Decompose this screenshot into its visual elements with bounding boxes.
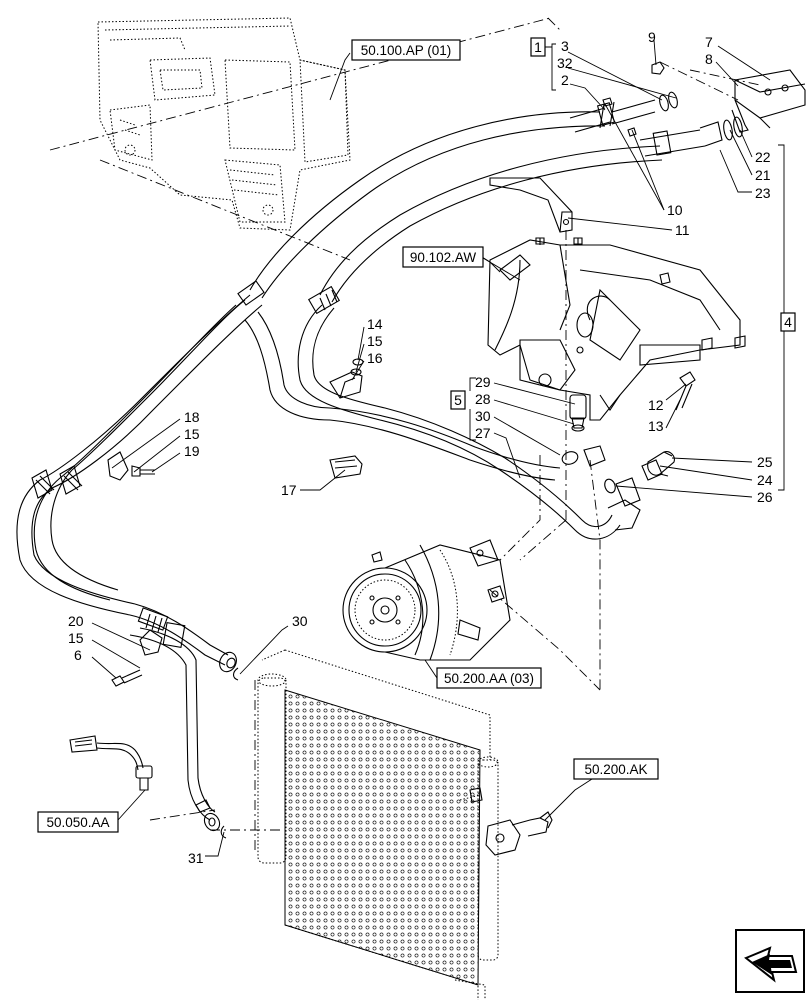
next-page-arrow-icon[interactable] bbox=[735, 929, 805, 993]
ref-box-50-200-ak[interactable]: 50.200.AK bbox=[573, 758, 659, 780]
callout-16: 16 bbox=[367, 350, 383, 366]
callout-18: 18 bbox=[184, 409, 200, 425]
group-label-5: 5 bbox=[454, 392, 462, 408]
callout-15-c: 15 bbox=[68, 630, 84, 646]
bolt-12 bbox=[675, 371, 696, 411]
pressure-switch bbox=[69, 735, 153, 791]
callout-20: 20 bbox=[68, 613, 84, 629]
pipe-fittings-top bbox=[569, 91, 743, 157]
callout-11: 11 bbox=[675, 222, 690, 238]
ref-box-50-100-ap[interactable]: 50.100.AP (01) bbox=[351, 39, 461, 61]
callout-22: 22 bbox=[755, 149, 771, 165]
clamp-plate bbox=[731, 69, 806, 133]
o-rings bbox=[220, 667, 239, 839]
callout-8: 8 bbox=[705, 51, 713, 67]
group-bracket-5 bbox=[450, 377, 476, 441]
condenser bbox=[257, 649, 553, 1000]
svg-text:50.050.AA: 50.050.AA bbox=[46, 815, 109, 830]
group-label-4: 4 bbox=[784, 314, 792, 330]
callout-25: 25 bbox=[757, 454, 773, 470]
fitting-25-24 bbox=[604, 451, 675, 507]
callout-26: 26 bbox=[757, 489, 773, 505]
callout-2: 2 bbox=[561, 72, 569, 88]
callout-15-a: 15 bbox=[367, 333, 383, 349]
callout-numbers: 3 32 2 9 7 8 22 21 23 10 11 14 15 16 29 … bbox=[68, 29, 773, 866]
svg-text:50.100.AP (01): 50.100.AP (01) bbox=[361, 43, 452, 58]
callout-30-b: 30 bbox=[292, 613, 308, 629]
hvac-unit-phantom bbox=[97, 17, 351, 231]
ref-box-50-050-aa[interactable]: 50.050.AA bbox=[37, 811, 119, 833]
callout-24: 24 bbox=[757, 472, 773, 488]
ref-box-90-102-aw[interactable]: 90.102.AW bbox=[402, 246, 484, 268]
callout-28: 28 bbox=[475, 391, 491, 407]
group-label-1: 1 bbox=[534, 39, 542, 55]
callout-12: 12 bbox=[648, 397, 664, 413]
callout-31: 31 bbox=[188, 850, 204, 866]
refrigerant-hoses bbox=[16, 111, 663, 832]
svg-text:50.200.AK: 50.200.AK bbox=[584, 762, 647, 777]
callout-29: 29 bbox=[475, 374, 491, 390]
callout-13: 13 bbox=[648, 418, 664, 434]
callout-15-b: 15 bbox=[184, 426, 200, 442]
callout-6: 6 bbox=[74, 647, 82, 663]
leader-lines bbox=[91, 39, 771, 857]
callout-32: 32 bbox=[557, 55, 573, 71]
callout-9: 9 bbox=[648, 29, 656, 45]
callout-14: 14 bbox=[367, 316, 383, 332]
clamp-18 bbox=[107, 451, 155, 481]
svg-text:50.200.AA (03): 50.200.AA (03) bbox=[444, 671, 534, 686]
clamp-17 bbox=[329, 455, 363, 479]
fitting-group-5 bbox=[561, 394, 606, 467]
nut-9 bbox=[651, 61, 665, 75]
bracket-11 bbox=[489, 177, 573, 233]
screw-6 bbox=[111, 669, 143, 687]
callout-3: 3 bbox=[561, 38, 569, 54]
callout-30-a: 30 bbox=[475, 408, 491, 424]
group-bracket-4 bbox=[778, 144, 796, 491]
projection-lines bbox=[49, 17, 761, 850]
compressor bbox=[342, 539, 511, 661]
callout-23: 23 bbox=[755, 185, 771, 201]
callout-21: 21 bbox=[755, 167, 771, 183]
callout-27: 27 bbox=[475, 425, 491, 441]
mounting-bracket-frame bbox=[487, 237, 746, 421]
callout-17: 17 bbox=[281, 482, 297, 498]
callout-19: 19 bbox=[184, 443, 200, 459]
callout-10: 10 bbox=[667, 202, 683, 218]
ref-box-50-200-aa[interactable]: 50.200.AA (03) bbox=[436, 667, 542, 689]
group-bracket-1 bbox=[530, 37, 556, 91]
callout-7: 7 bbox=[705, 34, 713, 50]
svg-text:90.102.AW: 90.102.AW bbox=[410, 250, 477, 265]
